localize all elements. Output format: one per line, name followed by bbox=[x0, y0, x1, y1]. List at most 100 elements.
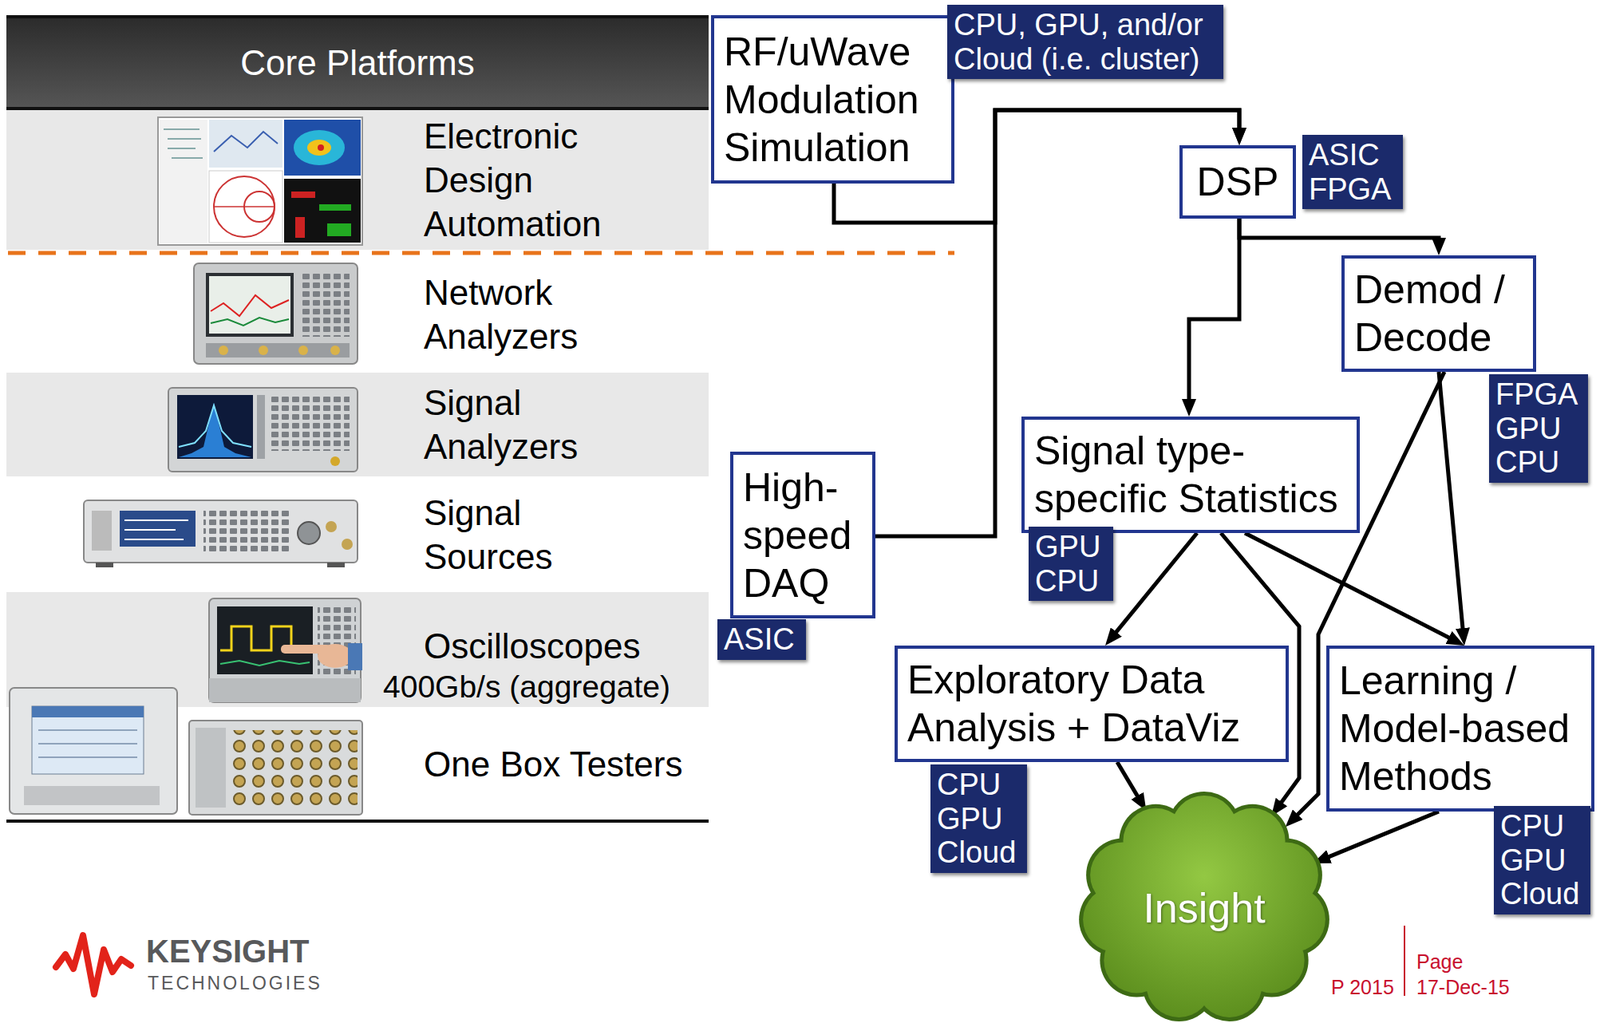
flow-arrow bbox=[1239, 218, 1439, 246]
scope-trace bbox=[220, 660, 310, 666]
trace bbox=[210, 317, 289, 326]
table-rule bbox=[6, 819, 709, 823]
platform-row: Signal Sources bbox=[6, 476, 709, 593]
control-panel bbox=[195, 727, 226, 808]
port bbox=[258, 345, 269, 356]
eda-layout-trace bbox=[291, 191, 316, 198]
eda-wire bbox=[213, 131, 278, 152]
row-band bbox=[6, 372, 709, 477]
eda-smith-panel bbox=[209, 170, 283, 243]
screen-line bbox=[38, 742, 138, 745]
eda-tree-line bbox=[167, 147, 196, 150]
process-box: Learning / Model-based Methods bbox=[1326, 645, 1595, 812]
node-text: Exploratory Data Analysis + DataViz bbox=[907, 655, 1277, 752]
eda-tree-line bbox=[167, 138, 202, 140]
smith-chart bbox=[213, 176, 275, 238]
platform-row: Electronic Design Automation bbox=[6, 110, 709, 250]
process-box: Demod / Decode bbox=[1341, 255, 1537, 372]
keypad bbox=[301, 272, 350, 337]
screen-line bbox=[124, 538, 184, 541]
footer-label: TECHNOLOGIES bbox=[147, 972, 323, 996]
signal-source bbox=[83, 500, 358, 563]
screen-line bbox=[38, 756, 138, 759]
foot bbox=[327, 562, 345, 568]
port bbox=[218, 345, 229, 356]
process-box: Exploratory Data Analysis + DataViz bbox=[894, 645, 1289, 763]
instrument-screen bbox=[31, 706, 144, 775]
instrument-screen bbox=[119, 510, 196, 547]
signal-analyzer bbox=[168, 387, 358, 472]
screen-line bbox=[124, 529, 176, 531]
node-text: Network Analyzers bbox=[423, 270, 624, 359]
node-text: Insight bbox=[1142, 884, 1265, 933]
flow-arrow bbox=[1321, 811, 1439, 860]
foot bbox=[95, 562, 114, 568]
screen-line bbox=[124, 519, 189, 522]
node-text: CPU GPU Cloud bbox=[936, 767, 1021, 870]
hardware-tag: CPU, GPU, and/or Cloud (i.e. cluster) bbox=[947, 4, 1224, 80]
bezel bbox=[209, 678, 361, 703]
instrument-screen bbox=[205, 272, 294, 337]
eda-tree-line bbox=[171, 157, 203, 159]
eda-heatmap-zone bbox=[317, 144, 324, 151]
port bbox=[298, 345, 309, 356]
process-box: RF/uWave Modulation Simulation bbox=[711, 15, 955, 184]
eda-schematic bbox=[209, 119, 283, 168]
eda-layout bbox=[284, 178, 361, 243]
instrument-display bbox=[209, 276, 291, 334]
port bbox=[330, 456, 340, 467]
keypad bbox=[269, 395, 350, 451]
node-text: Demod / Decode bbox=[1354, 265, 1524, 362]
node-text: Oscilloscopes bbox=[423, 624, 680, 668]
node-text: FPGA GPU CPU bbox=[1495, 377, 1582, 480]
node-text: Signal Analyzers bbox=[423, 380, 624, 469]
port-strip bbox=[205, 343, 350, 358]
keypad bbox=[203, 508, 292, 555]
platform-row: Oscilloscopes400Gb/s (aggregate) bbox=[6, 592, 709, 708]
eda-heatmap-zone bbox=[293, 130, 345, 166]
hand bbox=[317, 643, 353, 668]
oscilloscope bbox=[209, 598, 361, 703]
node-text: GPU CPU bbox=[1035, 529, 1107, 598]
spectrum-trace bbox=[178, 405, 252, 447]
sleeve bbox=[347, 643, 363, 671]
eda-layout-trace bbox=[327, 223, 352, 237]
node-text: Signal Sources bbox=[423, 490, 624, 579]
eda-screenshot bbox=[158, 117, 363, 245]
flow-arrow bbox=[1438, 371, 1464, 637]
spectrum bbox=[178, 402, 252, 458]
smith-chart bbox=[213, 205, 275, 208]
node-text: ASIC FPGA bbox=[1308, 138, 1397, 206]
process-box: DSP bbox=[1179, 145, 1296, 219]
port bbox=[341, 538, 353, 550]
node-text: Learning / Model-based Methods bbox=[1339, 656, 1582, 801]
node-text: One Box Testers bbox=[423, 742, 743, 787]
node-text: Core Platforms bbox=[240, 43, 475, 83]
flow-arrow bbox=[1244, 533, 1456, 642]
power-panel bbox=[91, 510, 112, 551]
port bbox=[325, 521, 337, 533]
port-array bbox=[231, 730, 358, 807]
hardware-tag: ASIC bbox=[717, 619, 806, 660]
softkeys bbox=[256, 395, 265, 459]
port bbox=[330, 345, 340, 356]
eda-tree-line bbox=[163, 128, 200, 131]
hardware-tag: CPU GPU Cloud bbox=[930, 764, 1028, 874]
footer-label: 17-Dec-15 bbox=[1416, 975, 1510, 1000]
platform-row: Network Analyzers bbox=[6, 255, 709, 373]
table-header: Core Platforms bbox=[6, 18, 709, 111]
node-text: ASIC bbox=[723, 622, 800, 657]
node-text: CPU GPU Cloud bbox=[1500, 809, 1585, 912]
eda-heatmap bbox=[284, 119, 361, 176]
flow-arrow bbox=[1117, 762, 1142, 803]
node-text: High- speed DAQ bbox=[742, 463, 863, 608]
process-box: High- speed DAQ bbox=[730, 451, 876, 619]
knob bbox=[297, 521, 320, 545]
instrument-screen bbox=[177, 395, 253, 459]
footer-separator bbox=[1403, 925, 1406, 996]
node-text: RF/uWave Modulation Simulation bbox=[723, 27, 942, 172]
node-text: 400Gb/s (aggregate) bbox=[383, 667, 703, 708]
eda-layout-trace bbox=[295, 217, 305, 238]
eda-tree bbox=[159, 119, 208, 244]
platform-row: Signal Analyzers bbox=[6, 372, 709, 477]
